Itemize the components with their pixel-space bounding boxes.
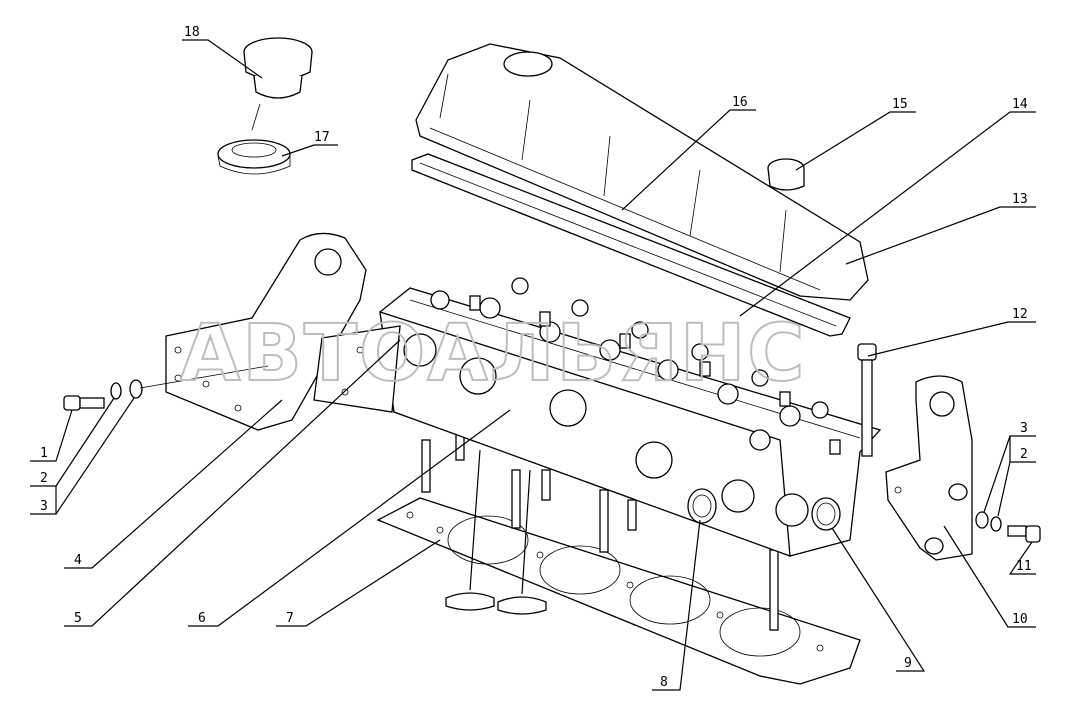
callout-3: 3 (40, 499, 48, 514)
left-bracket (165, 232, 401, 431)
callout-7: 7 (286, 611, 294, 626)
callout-18: 18 (184, 25, 200, 40)
callout-14: 14 (1012, 97, 1028, 112)
callout-13: 13 (1012, 192, 1028, 207)
studs (421, 429, 779, 631)
watermark: АВТОАЛЬЯНС (180, 309, 807, 399)
cylinder-head (379, 277, 882, 557)
callout-1: 1 (40, 446, 48, 461)
callout-8: 8 (660, 675, 668, 690)
cover-gasket (411, 153, 851, 337)
callout-2-right: 2 (1020, 447, 1028, 462)
valve-cover (415, 43, 869, 301)
left-bolt-set (63, 365, 269, 411)
callout-17: 17 (314, 130, 330, 145)
callout-16: 16 (732, 95, 748, 110)
plugs (687, 488, 841, 531)
valves (445, 449, 547, 615)
callout-2: 2 (40, 471, 48, 486)
leader-lines (30, 39, 1036, 691)
callout-12: 12 (1012, 307, 1028, 322)
bolt-12 (857, 343, 877, 457)
callout-labels: 18 17 16 15 14 13 12 1 2 3 4 5 6 7 8 9 1… (40, 25, 1032, 690)
callout-5: 5 (74, 611, 82, 626)
oil-cap (243, 37, 313, 131)
head-gasket (376, 497, 861, 685)
callout-9: 9 (904, 656, 912, 671)
callout-4: 4 (74, 553, 82, 568)
callout-10: 10 (1012, 612, 1028, 627)
callout-15: 15 (892, 97, 908, 112)
right-bolt-set (975, 511, 1041, 543)
callout-11: 11 (1016, 559, 1032, 574)
callout-3-right: 3 (1020, 421, 1028, 436)
callout-6: 6 (198, 611, 206, 626)
oil-cap-seal (217, 139, 291, 175)
right-bracket (885, 375, 973, 561)
